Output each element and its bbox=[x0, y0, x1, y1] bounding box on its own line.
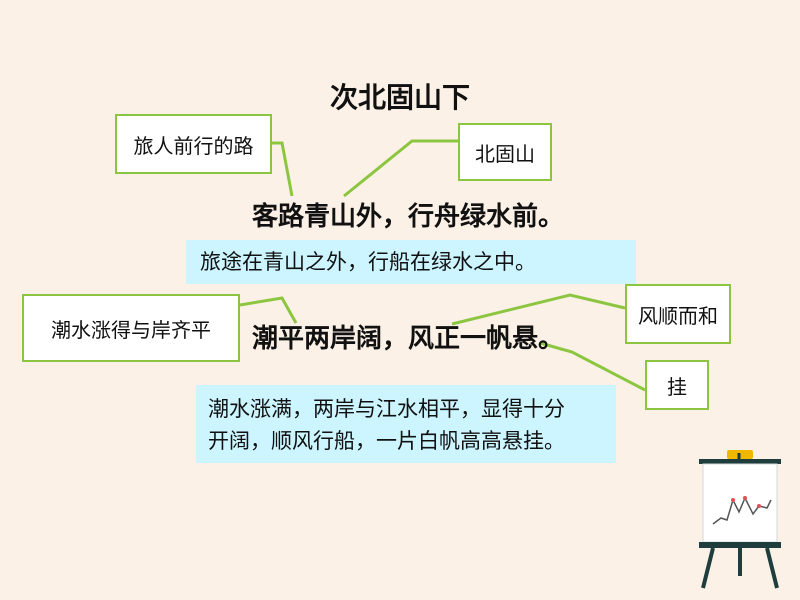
chart-easel-icon bbox=[699, 450, 781, 589]
poem-title: 次北固山下 bbox=[329, 81, 470, 114]
connector-fengzheng bbox=[451, 293, 626, 326]
translation-line-1: 旅途在青山之外，行船在绿水之中。 bbox=[186, 240, 636, 284]
note-qingshan: 北固山 bbox=[458, 123, 552, 181]
translation-line-2-part-1: 潮水涨满，两岸与江水相平，显得十分 bbox=[208, 397, 565, 421]
translation-line-2-part-2: 开阔，顺风行船，一片白帆高高悬挂。 bbox=[208, 429, 565, 453]
verse-line-1: 客路青山外，行舟绿水前。 bbox=[252, 202, 565, 232]
note-kelu: 旅人前行的路 bbox=[115, 114, 272, 174]
connector-kelu bbox=[268, 141, 294, 197]
connector-xuan bbox=[539, 341, 646, 392]
translation-line-2: 潮水涨满，两岸与江水相平，显得十分 开阔，顺风行船，一片白帆高高悬挂。 bbox=[196, 385, 616, 463]
connector-qingshan bbox=[343, 139, 458, 198]
note-xuan: 挂 bbox=[645, 360, 709, 410]
connector-chaoping bbox=[239, 296, 298, 324]
verse-line-2: 潮平两岸阔，风正一帆悬。 bbox=[252, 324, 565, 354]
note-fengzheng: 风顺而和 bbox=[625, 284, 731, 344]
note-chaoping: 潮水涨得与岸齐平 bbox=[22, 294, 240, 362]
